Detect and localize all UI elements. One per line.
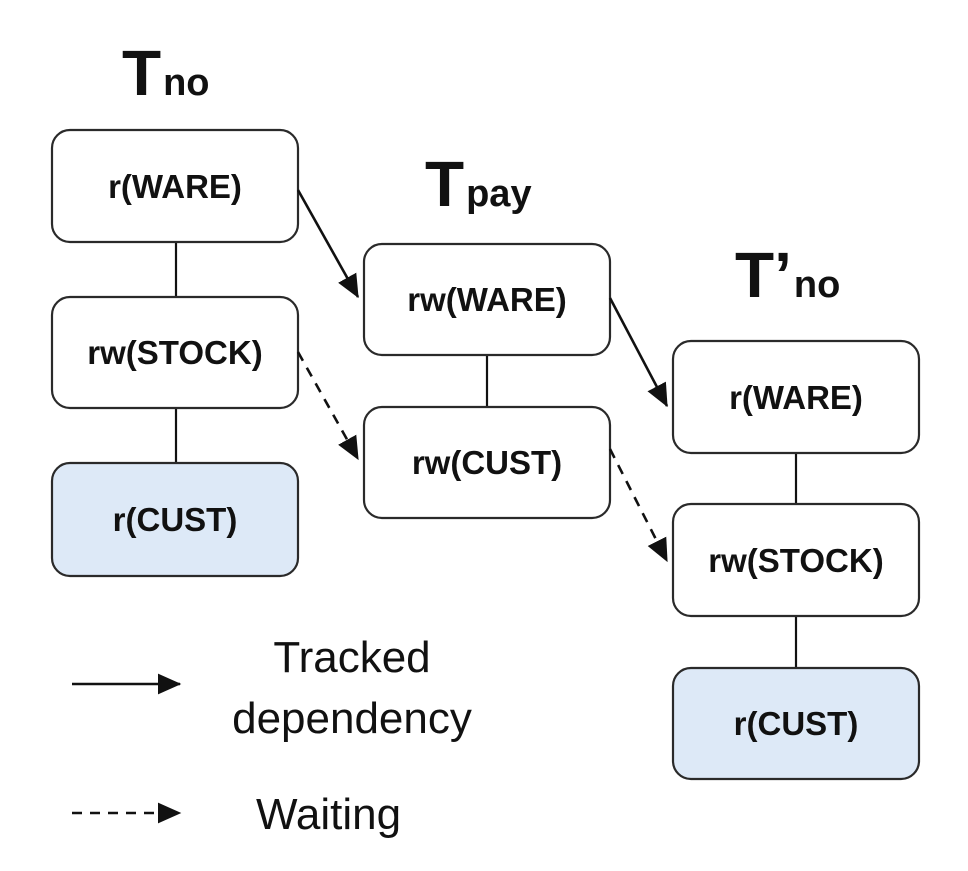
legend-tracked-line1: Tracked [273, 633, 430, 682]
op-box-tno2-stock: rw(STOCK) [671, 502, 921, 618]
op-box-tpay-ware: rw(WARE) [362, 242, 612, 357]
title-tpay: Tpay [425, 148, 532, 220]
edge-tracked-tpay-to-tno2 [608, 297, 669, 408]
title-tno-prime: T’no [735, 239, 840, 311]
op-label: rw(STOCK) [708, 542, 883, 579]
op-label: r(CUST) [113, 501, 238, 538]
op-box-tno2-ware: r(WARE) [671, 339, 921, 455]
legend-tracked-line2: dependency [232, 694, 472, 743]
op-box-tno2-cust: r(CUST) [671, 666, 921, 781]
legend-tracked: Tracked dependency [72, 633, 472, 743]
op-box-tno-cust: r(CUST) [50, 461, 300, 578]
op-label: r(WARE) [729, 379, 863, 416]
op-box-tno-stock: rw(STOCK) [50, 295, 300, 410]
op-label: rw(STOCK) [87, 334, 262, 371]
op-label: r(WARE) [108, 168, 242, 205]
edge-tracked-tno-to-tpay [296, 189, 360, 299]
edge-waiting-tno-to-tpay [296, 351, 360, 461]
legend: Tracked dependency Waiting [72, 633, 472, 839]
title-tno: Tno [122, 37, 210, 109]
edge-waiting-tpay-to-tno2 [608, 448, 669, 563]
op-box-tpay-cust: rw(CUST) [362, 405, 612, 520]
op-label: rw(WARE) [407, 281, 567, 318]
op-label: rw(CUST) [412, 444, 562, 481]
op-box-tno-ware: r(WARE) [50, 128, 300, 244]
legend-waiting-label: Waiting [256, 790, 401, 839]
op-label: r(CUST) [734, 705, 859, 742]
legend-waiting: Waiting [72, 790, 401, 839]
